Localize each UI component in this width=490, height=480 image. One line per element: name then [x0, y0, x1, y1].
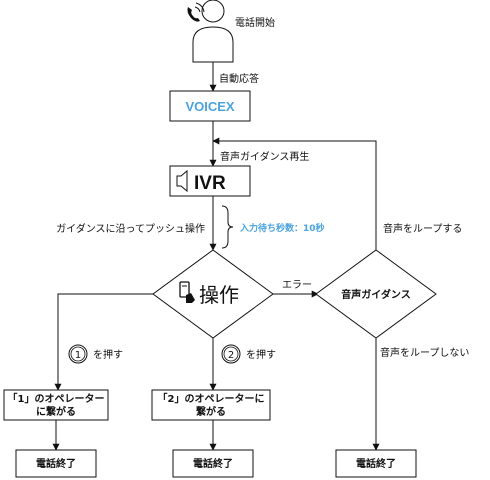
edge-label-guidance-playback: 音声ガイダンス再生	[220, 150, 309, 163]
speaker-icon	[176, 169, 188, 193]
wait-time-label: 入力待ち秒数：10秒	[239, 222, 325, 234]
edge-label-no-loop: 音声をループしない	[380, 346, 469, 359]
press2-text: を押す	[246, 348, 276, 361]
edge-label-error: エラー	[282, 279, 312, 291]
press1-text: を押す	[93, 348, 123, 361]
edge-label-push-operation: ガイダンスに沿ってプッシュ操作	[56, 222, 205, 235]
wait-time-brace	[221, 205, 234, 249]
guidance-label: 音声ガイダンス	[341, 288, 410, 301]
caller-label: 電話開始	[235, 16, 275, 29]
phone-icon	[187, 2, 205, 22]
voicex-logo: VOICEX	[185, 99, 234, 114]
edge-label-loop: 音声をループする	[383, 222, 462, 235]
operation-label: 操作	[199, 283, 239, 307]
press1-number: 1	[75, 350, 81, 361]
edge-loop-back	[212, 137, 377, 250]
end-label-3: 電話終了	[356, 457, 396, 470]
end-label-2: 電話終了	[193, 457, 233, 470]
end-node-2	[172, 449, 254, 478]
press2-number: 2	[228, 350, 234, 361]
voicex-node	[169, 90, 251, 122]
ivr-label: IVR	[194, 173, 226, 194]
operator1-line2: に繋がる	[36, 405, 76, 418]
press2-circle	[221, 344, 241, 364]
end-label-1: 電話終了	[36, 457, 76, 470]
end-node-1	[15, 449, 97, 478]
phone-press-icon	[179, 281, 195, 303]
operator1-node	[3, 389, 109, 421]
end-node-3	[335, 449, 417, 478]
caller-person-icon	[192, 0, 234, 63]
operator2-line2: 繋がる	[196, 405, 226, 418]
operator1-line1: 「1」のオペレーター	[8, 392, 105, 405]
operator2-node	[151, 389, 271, 421]
ivr-node	[169, 165, 251, 197]
operator2-line1: 「2」のオペレーターに	[158, 392, 265, 405]
edge-operation-to-op1	[54, 293, 153, 391]
press1-circle	[68, 344, 88, 364]
edge-label-auto-answer: 自動応答	[219, 72, 259, 85]
